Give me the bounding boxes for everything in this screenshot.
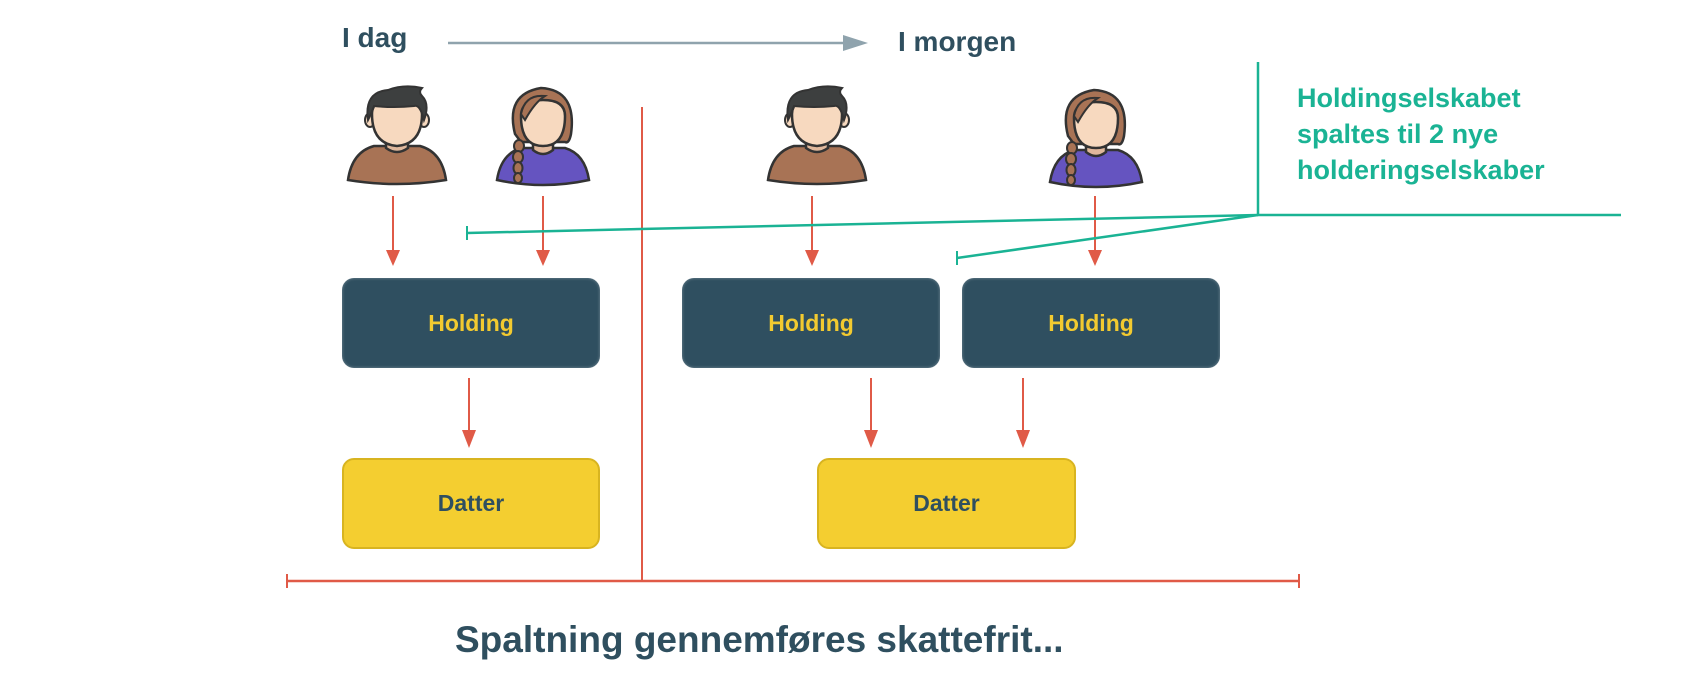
arrow-down-icon: [462, 378, 476, 448]
tomorrow-datter-box: Datter: [817, 458, 1076, 549]
person-woman-icon: [495, 86, 591, 187]
arrow-down-icon: [1088, 196, 1102, 266]
datter-label: Datter: [913, 490, 980, 516]
person-woman-icon: [1048, 88, 1144, 189]
annotation-line: spaltes til 2 nye: [1297, 119, 1499, 149]
timeline-arrow-icon: [448, 35, 868, 51]
holding-label: Holding: [1048, 309, 1134, 336]
today-datter-box: Datter: [342, 458, 600, 549]
caption-text: Spaltning gennemføres skattefrit...: [455, 619, 1064, 660]
annotation-line: Holdingselskabet: [1297, 83, 1521, 113]
tomorrow-holding-box-2: Holding: [962, 278, 1220, 368]
holding-label: Holding: [428, 309, 514, 336]
arrow-down-icon: [805, 196, 819, 266]
today-label: I dag: [342, 22, 408, 53]
arrow-down-icon: [1016, 378, 1030, 448]
annotation-line: holderingselskaber: [1297, 155, 1545, 185]
arrow-down-icon: [386, 196, 400, 266]
bottom-bracket: [286, 574, 1300, 588]
annotation-callout: [466, 62, 1621, 265]
holding-label: Holding: [768, 309, 854, 336]
arrow-down-icon: [536, 196, 550, 266]
today-holding-box: Holding: [342, 278, 600, 368]
tomorrow-holding-box-1: Holding: [682, 278, 940, 368]
split-annotation: Holdingselskabet spaltes til 2 nye holde…: [1297, 80, 1545, 188]
datter-label: Datter: [437, 490, 505, 516]
tomorrow-label: I morgen: [898, 26, 1017, 57]
person-man-icon: [346, 85, 448, 186]
person-man-icon: [766, 85, 868, 186]
arrow-down-icon: [864, 378, 878, 448]
